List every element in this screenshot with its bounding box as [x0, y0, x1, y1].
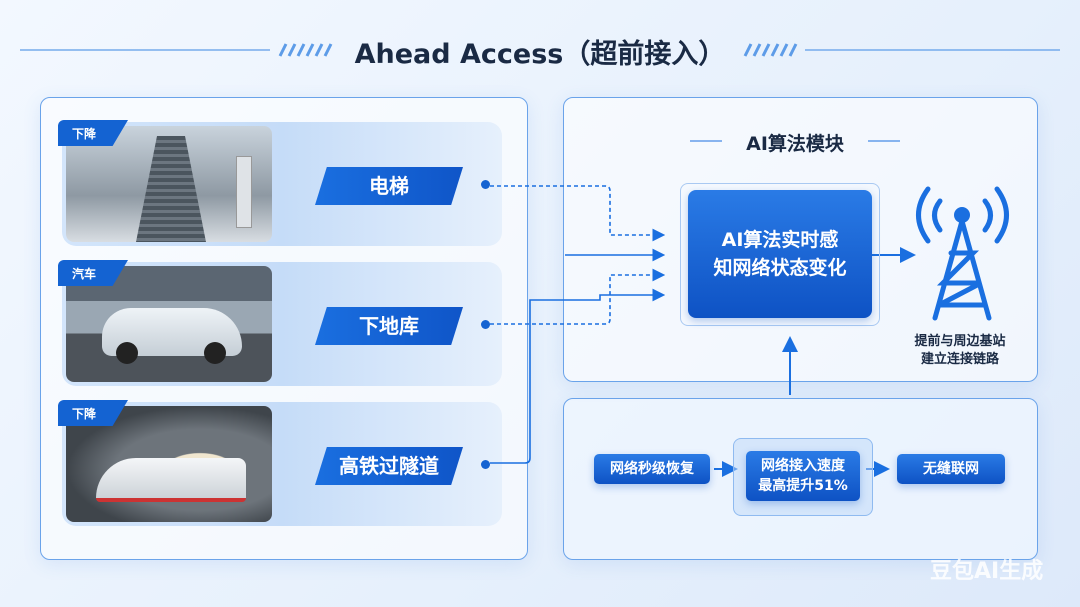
flow-step-speed-line2: 最高提升51%	[758, 478, 848, 494]
connector-dot	[481, 460, 490, 469]
tower-caption-line1: 提前与周边基站	[914, 334, 1006, 349]
scenario-label: 电梯	[315, 167, 463, 205]
flow-step-speed-line1: 网络接入速度	[761, 458, 845, 474]
tower-caption: 提前与周边基站 建立连接链路	[900, 333, 1020, 369]
connector-dot	[481, 180, 490, 189]
scenario-card-train: 下降 高铁过隧道	[58, 400, 502, 526]
cell-tower-icon	[916, 186, 1009, 321]
ai-module-heading: AI算法模块	[746, 133, 844, 155]
ai-algorithm-box: AI算法实时感 知网络状态变化	[688, 190, 872, 318]
flow-step-recovery: 网络秒级恢复	[594, 454, 710, 484]
flow-step-seamless: 无缝联网	[897, 454, 1005, 484]
watermark: 豆包AI生成	[930, 559, 1044, 584]
flow-step-speed: 网络接入速度 最高提升51%	[746, 451, 860, 501]
ai-box-line2: 知网络状态变化	[713, 257, 847, 279]
scenario-card-garage: 汽车 下地库	[58, 260, 502, 386]
ai-box-frame	[680, 183, 880, 326]
tower-caption-line2: 建立连接链路	[920, 352, 999, 367]
scenario-card-elevator: 下降 电梯	[58, 120, 502, 246]
connector-dot	[481, 320, 490, 329]
page-title: Ahead Access（超前接入）	[354, 39, 726, 70]
scenario-label: 高铁过隧道	[315, 447, 463, 485]
scenario-label: 下地库	[315, 307, 463, 345]
train-tunnel-photo	[66, 406, 272, 522]
ai-box-line1: AI算法实时感	[721, 229, 839, 251]
